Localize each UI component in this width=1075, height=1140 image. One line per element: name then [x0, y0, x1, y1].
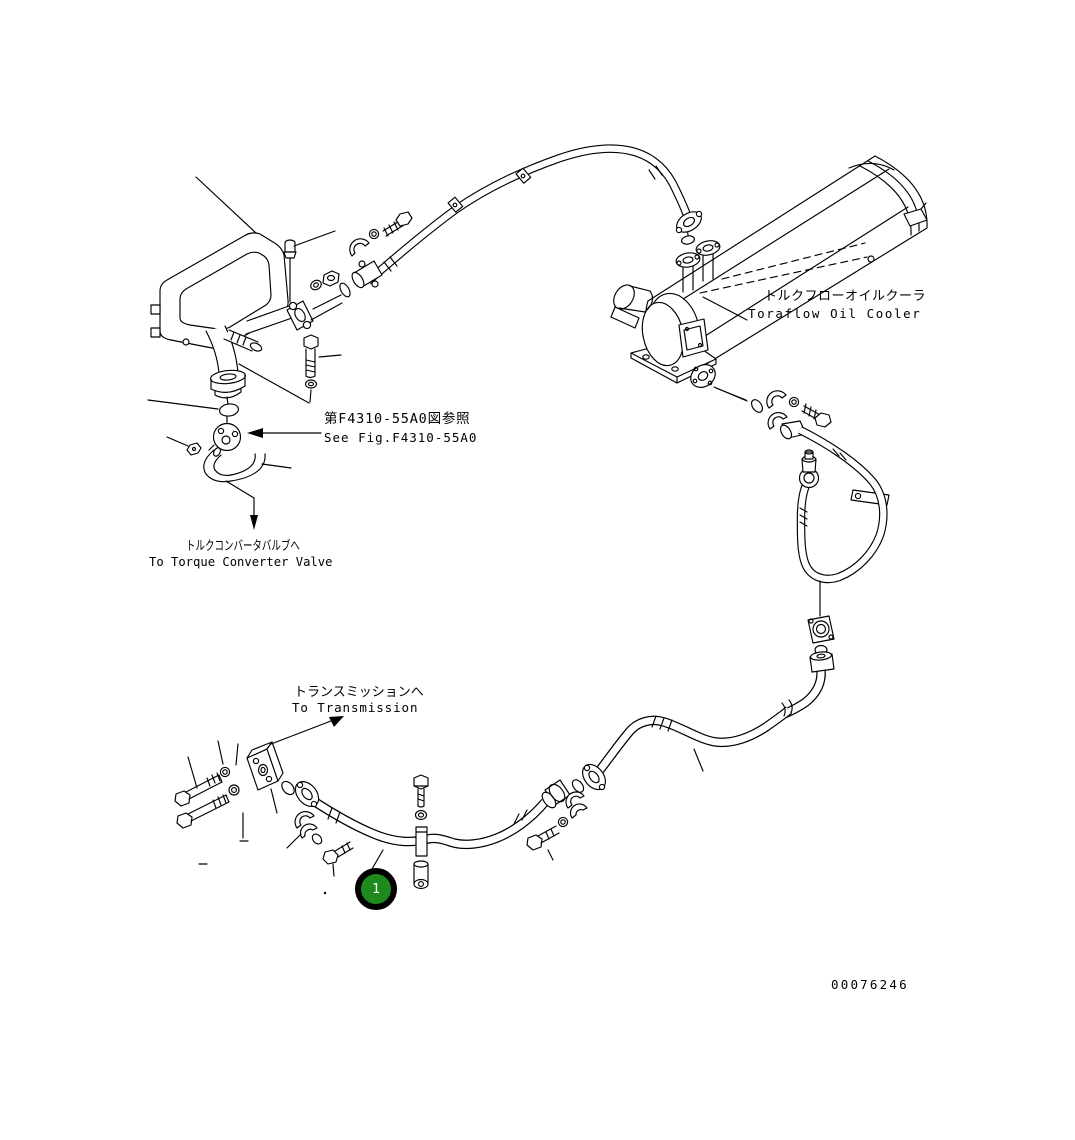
upper-hose-drawing — [339, 144, 703, 298]
torque-converter-valve-label-en: To Torque Converter Valve — [149, 555, 333, 569]
loop-pipe-drawing — [147, 176, 343, 425]
oil-cooler-label-jp: トルクフローオイルクーラ — [764, 289, 927, 304]
right-hose-drawing — [715, 387, 890, 617]
pump-end-drawing — [610, 284, 748, 402]
part-callout-number: 1 — [372, 881, 380, 897]
transmission-label-en: To Transmission — [292, 700, 419, 715]
transmission-label-jp: トランスミッションへ — [294, 685, 424, 700]
drawing-number: 00076246 — [831, 977, 909, 992]
lower-tube-drawing — [174, 716, 588, 895]
lower-s-pipe-drawing — [582, 699, 793, 791]
oil-cooler-drawing — [645, 155, 928, 369]
see-fig-label-jp: 第F4310-55A0図参照 — [324, 411, 471, 427]
torque-converter-valve-label-jp: トルクコンバータバルブへ — [186, 539, 300, 554]
oil-cooler-label-en: Toraflow Oil Cooler — [748, 306, 922, 321]
part-callout-balloon-1[interactable]: 1 — [355, 868, 397, 910]
elbow-clamp-drawing — [782, 615, 835, 719]
see-fig-label-en: See Fig.F4310-55A0 — [324, 430, 478, 445]
cooler-ports-drawing — [675, 225, 721, 293]
cooler-label-leaders — [699, 242, 868, 321]
see-fig-part-drawing — [166, 422, 322, 530]
